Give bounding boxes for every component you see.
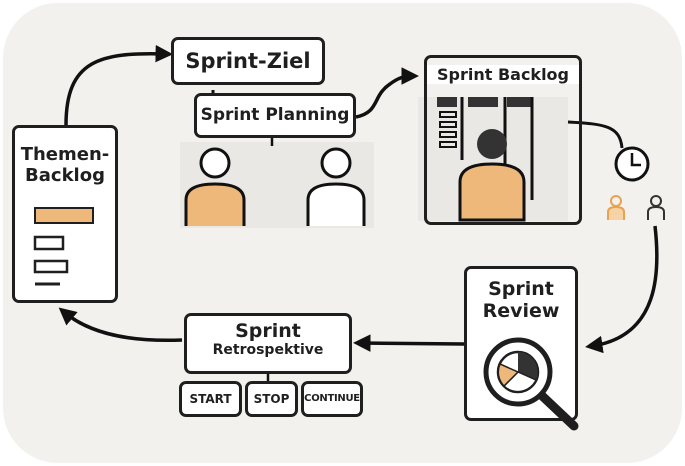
- arrow-retro-to-themen: [58, 307, 183, 343]
- sprint-goal-box: Sprint-Ziel: [171, 37, 325, 85]
- sprint-backlog-label: Sprint Backlog: [427, 65, 579, 84]
- sprint-retro-line2: Retrospektive: [212, 342, 324, 358]
- person-icon: [184, 147, 246, 226]
- sprint-retro-box: Sprint Retrospektive: [184, 313, 352, 374]
- arrow-planning-to-backlog: [355, 67, 419, 119]
- sprint-planning-label: Sprint Planning: [200, 105, 350, 125]
- person-icon: [647, 195, 665, 220]
- person-icon: [458, 129, 526, 222]
- retro-action-stop: STOP: [245, 381, 298, 417]
- arrow-team-to-review: [585, 225, 659, 354]
- sprint-backlog-box: Sprint Backlog: [424, 55, 582, 225]
- sprint-review-line1: Sprint: [488, 278, 554, 300]
- themen-backlog-box: Themen- Backlog: [12, 125, 118, 303]
- arrow-review-to-retro: [353, 334, 465, 352]
- retro-action-start: START: [179, 381, 242, 417]
- person-icon: [607, 195, 625, 220]
- sprint-review-line2: Review: [482, 300, 560, 322]
- clock-icon: [614, 146, 650, 182]
- backlog-items-icon: [33, 207, 94, 286]
- themen-backlog-line2: Backlog: [25, 165, 105, 186]
- retro-action-continue: CONTINUE: [301, 381, 363, 417]
- themen-backlog-line1: Themen-: [20, 144, 110, 165]
- sprint-retro-line1: Sprint: [235, 320, 301, 342]
- sprint-goal-label: Sprint-Ziel: [185, 49, 311, 73]
- sprint-planning-box: Sprint Planning: [194, 93, 356, 138]
- arrow-themen-to-ziel: [64, 44, 173, 126]
- person-icon: [306, 147, 366, 226]
- retro-actions-bar: START STOP CONTINUE: [179, 381, 363, 417]
- magnifier-chart-icon: [483, 337, 579, 431]
- arrow-backlog-to-clock: [567, 120, 624, 149]
